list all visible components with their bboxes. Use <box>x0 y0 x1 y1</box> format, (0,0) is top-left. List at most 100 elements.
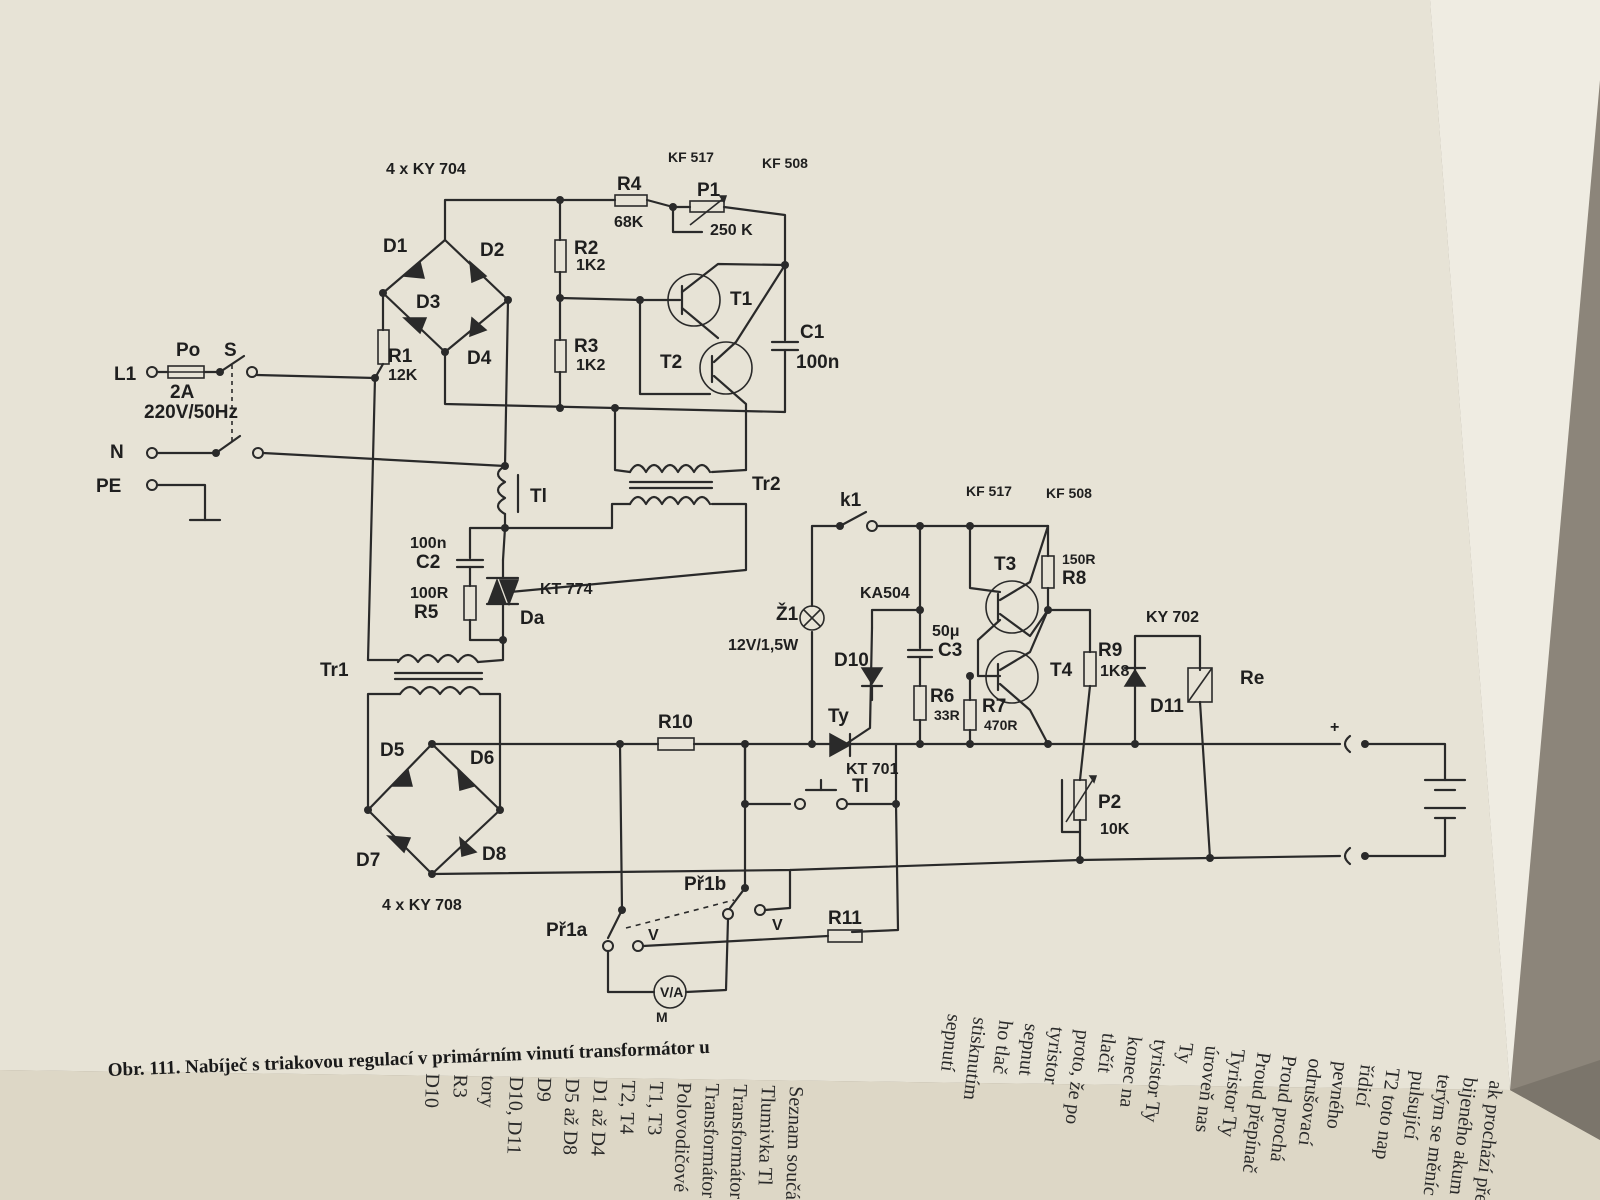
label-r4: R4 <box>617 174 642 195</box>
battery <box>1363 778 1467 858</box>
terminal-l1 <box>146 366 158 378</box>
label-p2-val: 10K <box>1100 821 1130 838</box>
upper-circuit <box>146 194 800 696</box>
label-d10: D10 <box>834 650 869 671</box>
page-line: D1 až D4 <box>586 1079 611 1156</box>
label-triac: KT 774 <box>540 581 593 598</box>
label-t2: T2 <box>660 352 682 373</box>
label-c2: C2 <box>416 552 440 573</box>
diode-d6 <box>457 767 476 791</box>
label-ka504: KA504 <box>860 585 910 602</box>
label-r6: R6 <box>930 686 954 707</box>
terminal-n <box>146 447 158 459</box>
label-r9: R9 <box>1098 640 1122 661</box>
label-t3: T3 <box>994 554 1016 575</box>
label-k1: k1 <box>840 490 862 511</box>
page-line: D5 až D8 <box>558 1078 583 1155</box>
diode-d1 <box>402 260 425 279</box>
transformer-tr1 <box>366 638 505 696</box>
label-d4: D4 <box>467 348 492 369</box>
label-r10: R10 <box>658 712 693 733</box>
diode-d2 <box>469 260 488 284</box>
terminal-pe <box>146 479 158 491</box>
page-line: Tlumivka Tl <box>754 1085 779 1186</box>
mains-input <box>146 354 509 522</box>
label-r8: R8 <box>1062 568 1086 589</box>
page-line: Seznam součást <box>781 1086 807 1200</box>
diode-d10 <box>860 667 884 686</box>
label-v2: V <box>772 917 783 934</box>
label-pr1a: Př1a <box>546 920 588 941</box>
transistor-t2 <box>699 341 753 395</box>
page-line: Polovodičové <box>669 1082 695 1193</box>
label-d3: D3 <box>416 292 440 313</box>
label-r3: R3 <box>574 336 598 357</box>
label-d2: D2 <box>480 240 504 261</box>
label-d6: D6 <box>470 748 494 769</box>
label-t4: T4 <box>1050 660 1073 681</box>
page-line: tory <box>476 1075 499 1108</box>
label-t3-type: KF 517 <box>966 483 1012 499</box>
diode-d8 <box>459 836 478 857</box>
label-tl-button: Tl <box>852 776 869 797</box>
page-line: Transformátor <box>725 1084 751 1200</box>
diode-d11 <box>1123 668 1147 687</box>
label-meter: V/A <box>660 984 683 1000</box>
label-r5-val: 100R <box>410 585 449 602</box>
label-c1-val: 100n <box>796 352 839 373</box>
label-t4-type: KF 508 <box>1046 485 1092 501</box>
relay-contact-k1 <box>838 510 868 528</box>
label-pe: PE <box>96 476 121 497</box>
page-line: T1, T3 <box>643 1081 667 1136</box>
label-bridge2-type: 4 x KY 708 <box>382 897 462 914</box>
page-line: Transformátor <box>697 1083 723 1199</box>
label-r11: R11 <box>828 908 862 929</box>
label-r9-val: 1K8 <box>1100 663 1129 680</box>
diode-d3 <box>402 317 428 335</box>
label-n: N <box>110 442 124 463</box>
page-line: řídicí <box>1351 1064 1378 1109</box>
book-shadow <box>1510 1060 1600 1140</box>
label-d1: D1 <box>383 236 408 257</box>
label-plus: + <box>1330 719 1339 736</box>
diode-d7 <box>386 835 412 854</box>
label-ky702: KY 702 <box>1146 609 1199 626</box>
label-r8-val: 150R <box>1062 551 1095 567</box>
book-page <box>0 0 1510 1090</box>
label-p2: P2 <box>1098 792 1121 813</box>
label-r3-val: 1K2 <box>576 357 605 374</box>
facing-page-text-left: Seznam součást Tlumivka Tl Transformátor… <box>420 1073 807 1200</box>
label-po: Po <box>176 340 200 361</box>
page-line: D10 <box>420 1073 443 1108</box>
label-l1: L1 <box>114 364 137 385</box>
node <box>556 196 564 204</box>
label-r7-val: 470R <box>984 717 1017 733</box>
label-tr1: Tr1 <box>320 660 349 681</box>
label-c3: C3 <box>938 640 962 661</box>
label-d7: D7 <box>356 850 380 871</box>
label-re: Re <box>1240 668 1264 689</box>
component-labels: 4 x KY 704 KF 517 KF 508 R4 68K P1 250 K… <box>96 149 1339 1025</box>
page-line: R3 <box>448 1074 471 1098</box>
label-c3-val: 50μ <box>932 623 960 640</box>
label-p1-val: 250 K <box>710 222 753 239</box>
label-t2-type: KF 508 <box>762 155 808 171</box>
label-da: Da <box>520 608 545 629</box>
thyristor-ty <box>829 626 874 758</box>
switch-pr1a <box>606 908 624 940</box>
bridge-rectifier-1 <box>379 238 512 356</box>
label-tr2: Tr2 <box>752 474 781 495</box>
label-r1-val: 12K <box>388 367 418 384</box>
label-v1: V <box>648 927 659 944</box>
label-kt701: KT 701 <box>846 761 899 778</box>
label-r1: R1 <box>388 346 413 367</box>
page-line: Ty <box>1173 1041 1197 1064</box>
label-c1: C1 <box>800 322 825 343</box>
lower-circuit <box>364 510 1467 1009</box>
label-z1: Ž1 <box>776 603 799 625</box>
label-r2: R2 <box>574 238 598 259</box>
label-t1: T1 <box>730 289 753 310</box>
book-lower-page <box>0 1070 1600 1200</box>
resistor-r11 <box>827 929 863 943</box>
